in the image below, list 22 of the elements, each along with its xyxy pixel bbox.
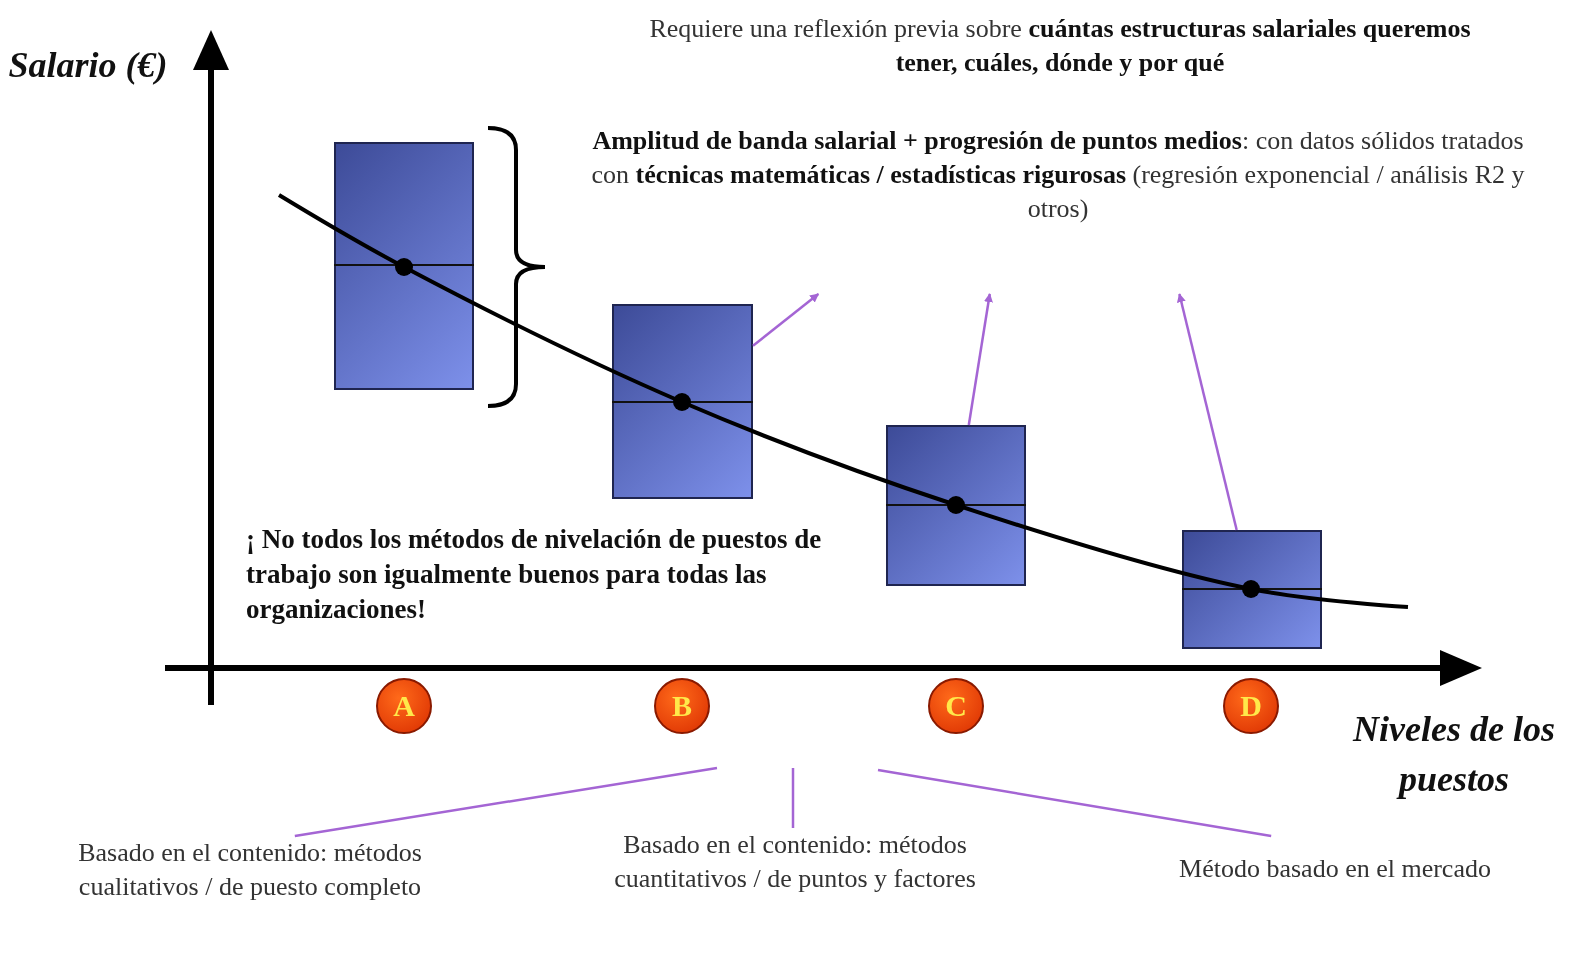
salary-band-box bbox=[612, 304, 753, 499]
level-badge: C bbox=[928, 678, 984, 734]
salary-band-box bbox=[334, 142, 474, 390]
axis-title: Niveles de los puestos bbox=[1351, 708, 1556, 802]
arrow bbox=[967, 293, 993, 426]
salary-band-box bbox=[1182, 530, 1322, 649]
axis-title: Salario (€) bbox=[8, 44, 168, 87]
note-text: Requiere una reflexión previa sobre cuántas estructuras salariales queremos tener, cuáles, dónde y por qué bbox=[648, 13, 1472, 79]
level-badge: D bbox=[1223, 678, 1279, 734]
salary-band-box bbox=[886, 425, 1026, 586]
level-badge: B bbox=[654, 678, 710, 734]
annotation-text: Basado en el contenido: métodos cualitativos / de puesto completo bbox=[77, 837, 423, 903]
connector-line bbox=[294, 766, 718, 838]
connector-line bbox=[877, 768, 1272, 838]
annotation-text: Basado en el contenido: métodos cuantitativos / de puntos y factores bbox=[613, 829, 977, 895]
annotation-text: Método basado en el mercado bbox=[1178, 853, 1492, 885]
arrow bbox=[1176, 293, 1238, 531]
annotation-text: Amplitud de banda salarial + progresión de puntos medios: con datos sólidos tratados con técnicas matemáticas / estadísticas rigurosas (regresión exponencial / análisis R2 y otros) bbox=[590, 125, 1526, 225]
note-text: ¡ No todos los métodos de nivelación de puestos de trabajo son igualmente buenos para todas las organizaciones! bbox=[246, 523, 823, 627]
level-badge: A bbox=[376, 678, 432, 734]
arrow bbox=[752, 293, 820, 347]
connector-line bbox=[791, 768, 795, 828]
